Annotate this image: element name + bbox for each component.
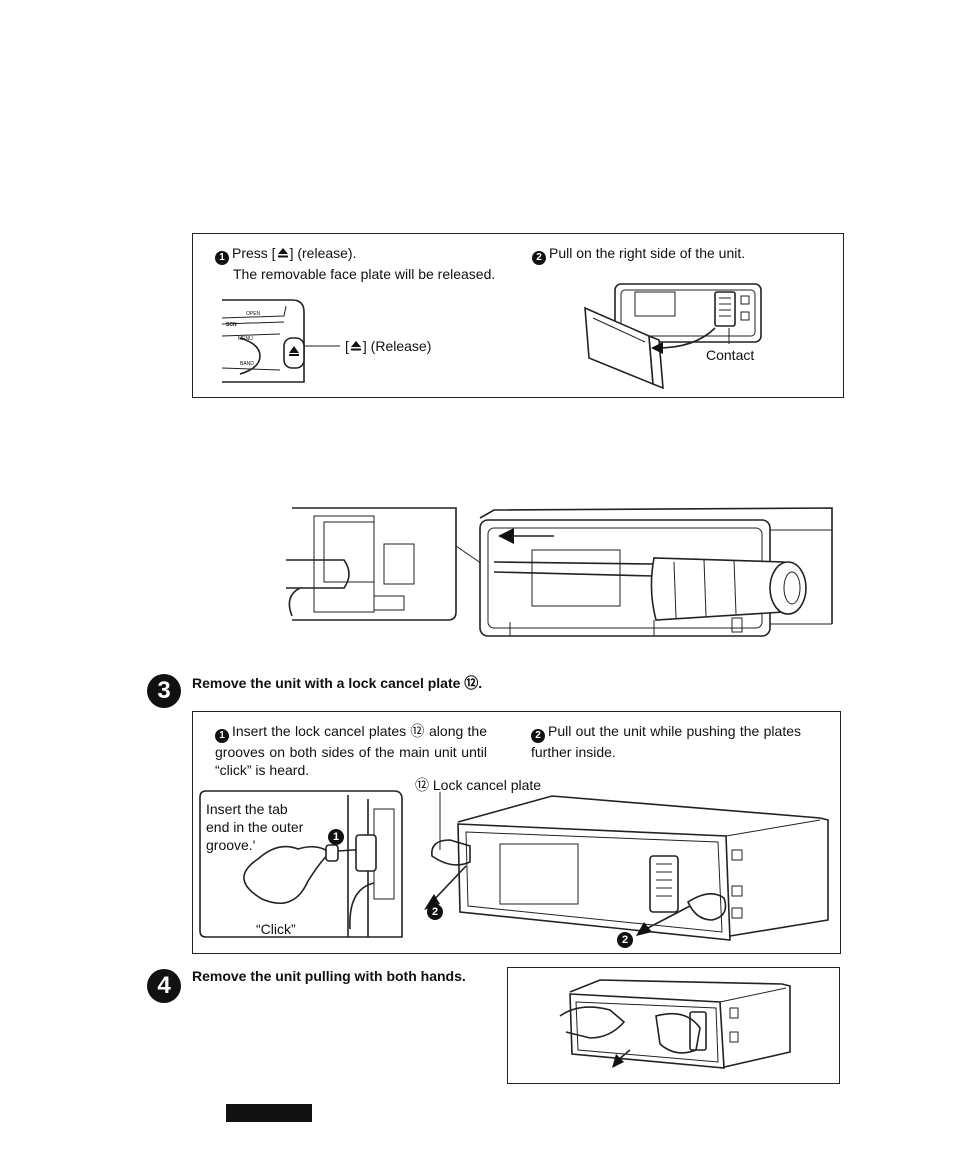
step2-marker: 2 xyxy=(532,251,546,265)
step1-text-b: ] (release). xyxy=(289,245,357,261)
step1-text-a: Press [ xyxy=(232,245,276,261)
click-inset-illustration xyxy=(199,790,403,938)
eject-icon xyxy=(350,338,362,351)
faceplate-label-menu: MENU xyxy=(238,336,253,342)
unit-marker-2b: 2 xyxy=(617,932,633,948)
unit-and-faceplate-illustration xyxy=(584,283,762,390)
release-label-prefix: [ xyxy=(345,338,349,354)
sub1-marker: 1 xyxy=(215,729,229,743)
step1-marker: 1 xyxy=(215,251,229,265)
sub2-text: Pull out the unit while pushing the plat… xyxy=(531,723,801,760)
step-4-badge: 4 xyxy=(147,969,181,1003)
lock-cancel-plate-label: ⑫ Lock cancel plate xyxy=(415,777,542,793)
footer-black-bar xyxy=(226,1104,312,1122)
eject-icon xyxy=(277,245,289,258)
faceplate-label-open: OPEN xyxy=(246,311,261,317)
unit-lock-cancel-illustration xyxy=(424,792,829,941)
click-label: “Click” xyxy=(256,921,296,937)
faceplate-label-band: BAND xyxy=(240,361,254,367)
inset-instruction: Insert the tab end in the outer groove.' xyxy=(206,801,304,853)
faceplate-label-scn: SCN xyxy=(226,322,237,328)
step1-text-c: The removable face plate will be release… xyxy=(233,266,496,282)
step-3-badge: 3 xyxy=(147,674,181,708)
pull-unit-illustration xyxy=(559,979,791,1069)
inset-marker-1: 1 xyxy=(328,829,344,845)
step-4-heading: Remove the unit pulling with both hands. xyxy=(192,968,466,984)
step2-text: Pull on the right side of the unit. xyxy=(549,245,746,261)
unit-marker-2a: 2 xyxy=(427,904,443,920)
release-button-label: [ ] (Release) xyxy=(345,337,431,355)
sub1-text: Insert the lock cancel plates ⑫ along th… xyxy=(215,723,487,778)
faceplate-closeup-illustration xyxy=(221,299,305,383)
step-3-heading: Remove the unit with a lock cancel plate… xyxy=(192,675,483,691)
release-label-suffix: ] (Release) xyxy=(362,338,432,354)
lock-release-illustration xyxy=(286,507,833,637)
contact-label: Contact xyxy=(706,347,755,363)
sub2-marker: 2 xyxy=(531,729,545,743)
release-leader-line xyxy=(304,345,340,347)
